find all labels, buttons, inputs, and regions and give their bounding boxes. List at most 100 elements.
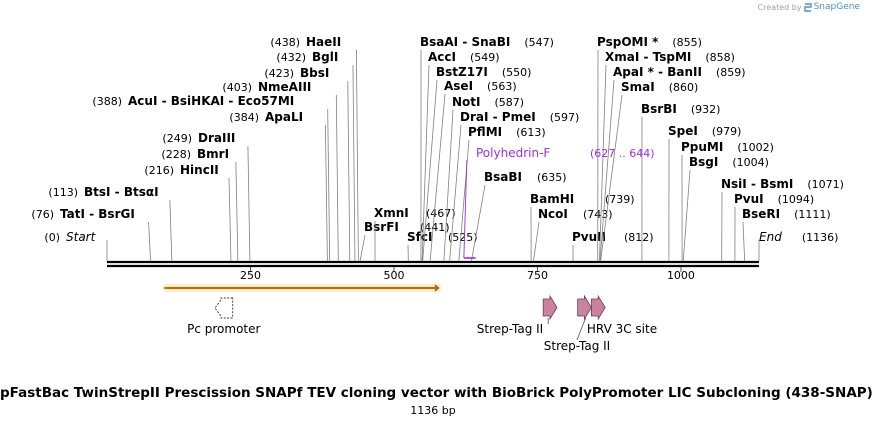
site-36: BseRI(1111) bbox=[742, 207, 831, 262]
site-leader-line bbox=[324, 124, 328, 262]
site-name: BtsI - BtsαI bbox=[84, 185, 159, 199]
site-13: XmnI(467) bbox=[374, 206, 456, 262]
site-leader-line bbox=[355, 49, 359, 262]
site-name: BamHI bbox=[530, 192, 574, 206]
site-34: NsiI - BsmI(1071) bbox=[721, 177, 844, 262]
site-position: (249) bbox=[162, 132, 192, 145]
site-30: BsrBI (932) bbox=[641, 102, 721, 262]
site-position: (550) bbox=[502, 66, 532, 79]
axis-tick-label: 500 bbox=[383, 269, 404, 282]
site-leader-line bbox=[421, 64, 430, 262]
primer-leader-line bbox=[463, 159, 468, 259]
site-position: (859) bbox=[716, 66, 746, 79]
site-1: TatI - BsrGI(76) bbox=[31, 207, 152, 262]
site-name: PvuII bbox=[572, 230, 606, 244]
site-position: (587) bbox=[495, 96, 525, 109]
map-title: pFastBac TwinStrepII Prescission SNAPf T… bbox=[0, 385, 873, 401]
site-3: HincII(216) bbox=[144, 163, 232, 262]
site-name: BseRI bbox=[742, 207, 780, 221]
site-leader-line bbox=[148, 221, 152, 262]
site-position: (438) bbox=[270, 36, 300, 49]
site-name: NmeAIII bbox=[258, 80, 311, 94]
feature-arrow bbox=[542, 294, 558, 321]
site-name: BsrBI bbox=[641, 102, 677, 116]
site-name: PpuMI bbox=[681, 140, 723, 154]
site-position: (613) bbox=[516, 126, 546, 139]
site-position: (1071) bbox=[807, 178, 844, 191]
site-name: BglI bbox=[312, 50, 338, 64]
site-leader-line bbox=[169, 199, 173, 262]
site-6: ApaLI (384) bbox=[229, 110, 328, 262]
site-position: (739) bbox=[605, 193, 635, 206]
feature-bar-arrowhead bbox=[434, 284, 440, 292]
site-leader-line bbox=[247, 145, 251, 262]
primer-range: (627 .. 644) bbox=[590, 147, 655, 160]
site-name: AseI bbox=[444, 79, 473, 93]
site-position: (1002) bbox=[737, 141, 774, 154]
site-9: BbsI (423) bbox=[264, 66, 351, 262]
site-10: BglI(432) bbox=[276, 50, 356, 262]
site-27: ApaI * - BanII(859) bbox=[599, 65, 746, 262]
site-leader-line bbox=[443, 109, 454, 262]
site-name: DraIII bbox=[198, 131, 235, 145]
site-12: BsrFI(441) bbox=[359, 220, 450, 262]
site-23: BamHI (739) bbox=[530, 192, 635, 262]
site-position: (388) bbox=[92, 95, 122, 108]
site-position: (384) bbox=[229, 111, 259, 124]
sequence-length: 1136 bp bbox=[410, 404, 456, 417]
site-name: HaeII bbox=[306, 35, 341, 49]
site-leader-line bbox=[449, 124, 462, 262]
site-7: AcuI - BsiHKAI - Eco57MI(388) bbox=[92, 94, 331, 262]
site-name: BstZ17I bbox=[436, 65, 488, 79]
site-leader-line bbox=[422, 79, 438, 262]
site-name: ApaLI bbox=[265, 110, 303, 124]
site-name: Start bbox=[66, 230, 97, 244]
site-leader-line bbox=[228, 177, 232, 262]
site-name: PflMI bbox=[468, 125, 502, 139]
site-4: BmrI(228) bbox=[161, 147, 239, 262]
site-29: PspOMI *(855) bbox=[597, 35, 702, 262]
axis-tick-label: 750 bbox=[527, 269, 548, 282]
site-22: BsaBI(635) bbox=[471, 170, 567, 262]
site-leader-line bbox=[352, 64, 356, 262]
site-name: BbsI bbox=[300, 66, 329, 80]
site-name: BsaBI bbox=[484, 170, 522, 184]
site-25: PvuII (812) bbox=[572, 230, 654, 262]
site-leader-line bbox=[600, 94, 623, 262]
site-position: (860) bbox=[669, 81, 699, 94]
site-leader-line bbox=[599, 64, 607, 262]
site-name: XmaI - TspMI bbox=[605, 50, 691, 64]
site-17: BstZ17I (550) bbox=[422, 65, 532, 262]
site-5: DraIII (249) bbox=[162, 131, 251, 262]
feature-label: HRV 3C site bbox=[587, 322, 657, 336]
site-name: HincII bbox=[180, 163, 219, 177]
site-position: (228) bbox=[161, 148, 191, 161]
site-position: (0) bbox=[44, 231, 60, 244]
site-20: DraI - PmeI(597) bbox=[449, 110, 579, 262]
site-21: PflMI (613) bbox=[458, 125, 546, 262]
site-name: SfcI bbox=[407, 230, 432, 244]
site-name: BsaAI - SnaBI bbox=[420, 35, 510, 49]
site-leader-line bbox=[347, 80, 351, 262]
site-position: (467) bbox=[426, 207, 456, 220]
site-16: AccI(549) bbox=[421, 50, 500, 262]
site-31: SpeI(979) bbox=[668, 124, 741, 262]
site-leader-line bbox=[599, 79, 615, 262]
site-32: PpuMI (1002) bbox=[681, 140, 774, 262]
site-8: NmeAIII(403) bbox=[222, 80, 339, 262]
site-14: SfcI(525) bbox=[407, 230, 478, 262]
feature-label-leader bbox=[576, 317, 587, 341]
site-position: (932) bbox=[691, 103, 721, 116]
site-position: (549) bbox=[470, 51, 500, 64]
axis-tick-label: 250 bbox=[240, 269, 261, 282]
site-33: BsgI(1004) bbox=[682, 155, 769, 262]
site-position: (812) bbox=[624, 231, 654, 244]
site-position: (423) bbox=[264, 67, 294, 80]
site-name: NcoI bbox=[538, 207, 568, 221]
site-position: (1004) bbox=[732, 156, 769, 169]
site-position: (113) bbox=[48, 186, 78, 199]
site-0: Start (0) bbox=[44, 230, 108, 261]
feature-arrow bbox=[591, 294, 606, 321]
site-15: BsaAI - SnaBI(547) bbox=[420, 35, 554, 262]
